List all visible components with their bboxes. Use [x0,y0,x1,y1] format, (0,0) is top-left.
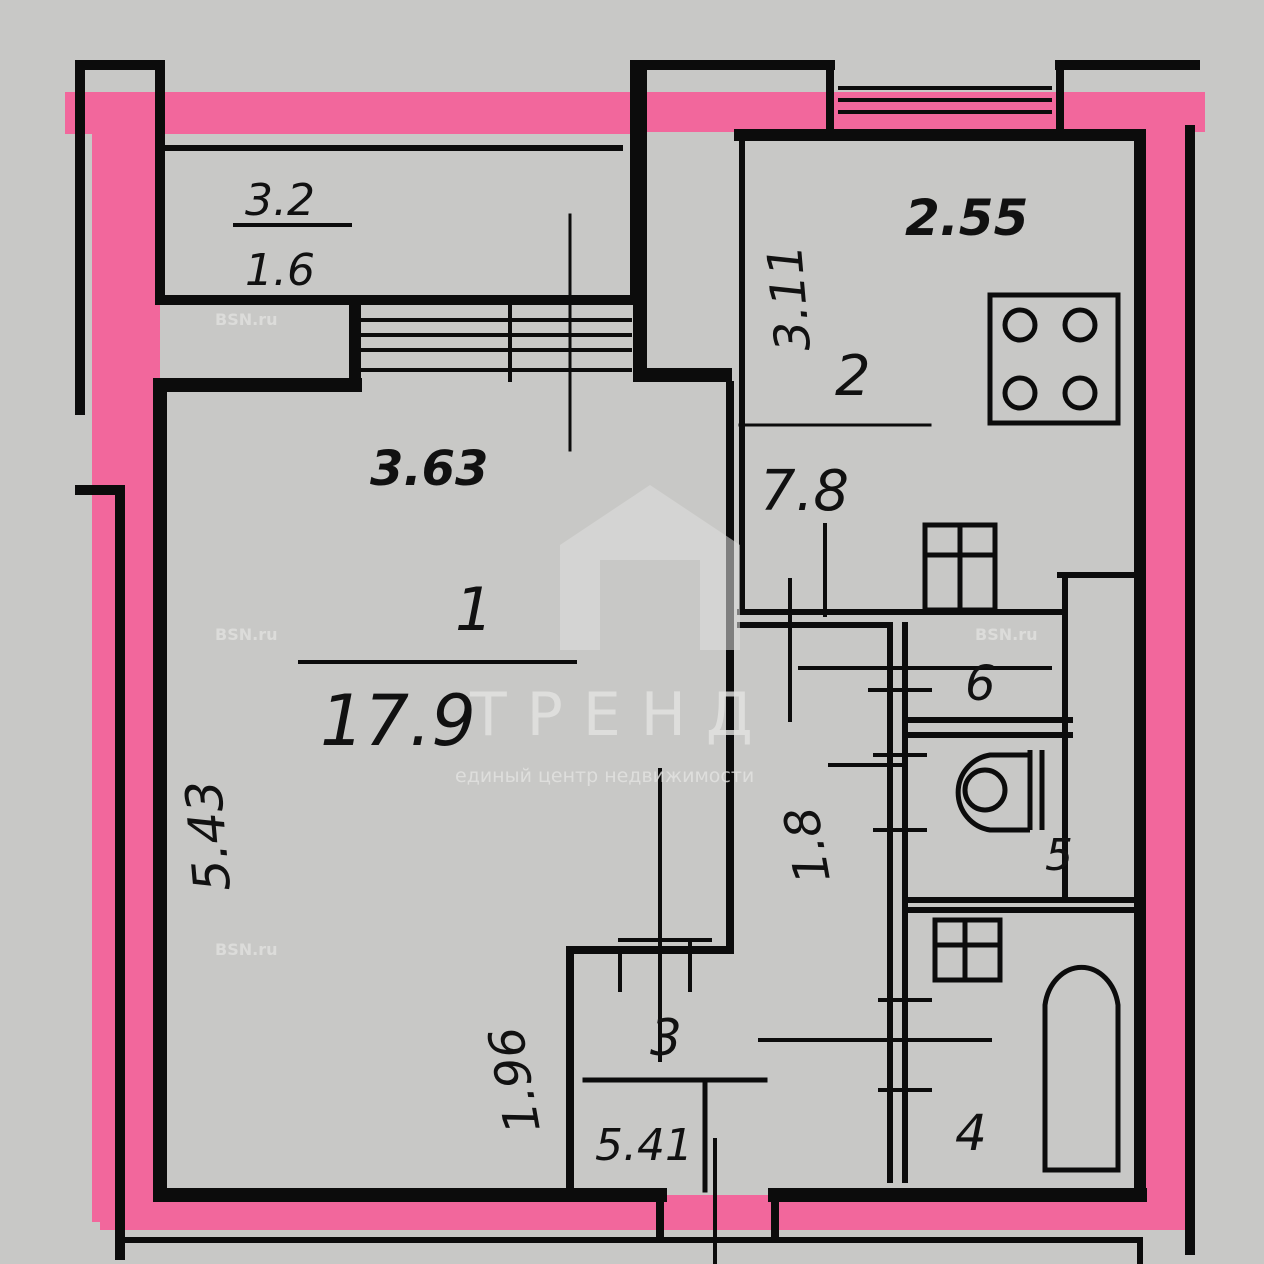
balcony-length: 3.2 [245,175,315,226]
kitchen-length: 3.11 [757,242,822,353]
svg-text:BSN.ru: BSN.ru [215,940,277,959]
living-number: 1 [455,575,493,645]
bathroom-number: 4 [955,1104,987,1162]
hall-dimension: 5.41 [595,1120,693,1171]
living-area: 17.9 [320,680,476,762]
svg-text:BSN.ru: BSN.ru [215,310,277,329]
living-length: 5.43 [174,778,241,894]
bathtub-icon [1042,964,1121,1173]
walls [75,60,1200,1264]
toilet-number: 5 [1045,830,1073,881]
corridor-length: 1.8 [773,803,841,888]
living-width: 3.63 [370,441,488,497]
watermark-logo: ТРЕНД единый центр недвижимости BSN.ru B… [215,310,1037,959]
balcony-width: 1.6 [245,245,315,296]
cabinet-icon [922,522,998,613]
hall-number: 3 [650,1009,682,1067]
kitchen-width: 2.55 [905,189,1028,247]
exterior-wall-highlight [65,92,1205,1230]
toilet-icon [955,750,1045,833]
svg-text:единый центр недвижимости: единый центр недвижимости [455,765,754,787]
stove-icon [987,292,1121,426]
kitchen-number: 2 [835,344,871,409]
svg-text:ТРЕНД: ТРЕНД [469,680,773,750]
svg-text:BSN.ru: BSN.ru [215,625,277,644]
closet-number: 6 [965,656,996,712]
svg-text:BSN.ru: BSN.ru [975,625,1037,644]
sink-icon [932,917,1003,983]
kitchen-area: 7.8 [760,459,849,524]
